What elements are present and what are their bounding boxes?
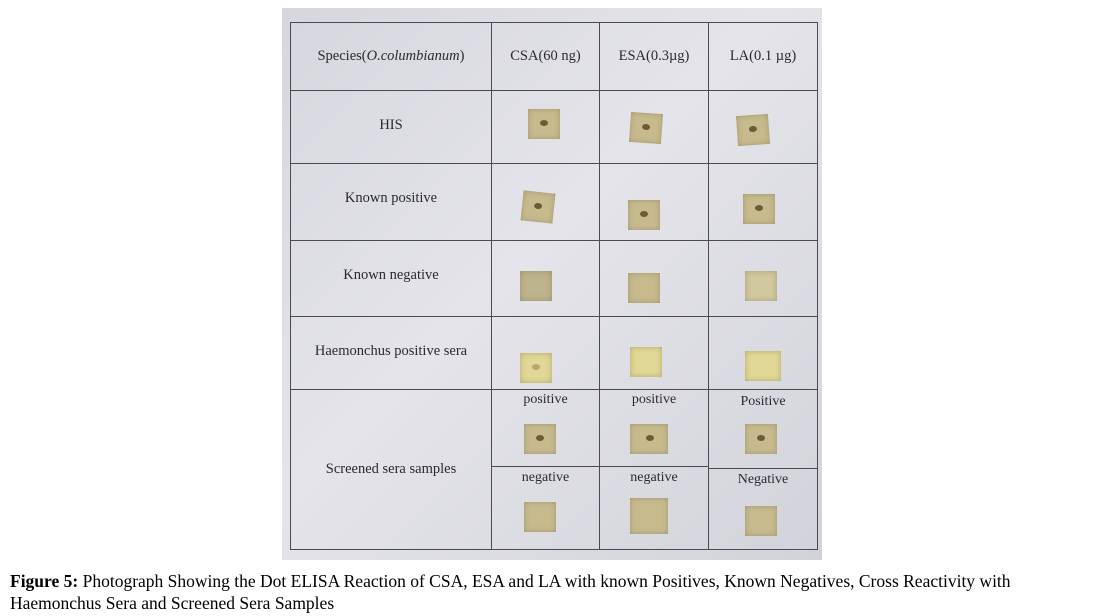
blot-ss-pos-esa <box>630 424 668 454</box>
blot-kn-csa <box>520 271 552 301</box>
blot-ss-pos-csa <box>524 424 556 454</box>
header-species: Species(O.columbianum) <box>290 22 492 91</box>
header-esa: ESA(0.3µg) <box>599 22 709 91</box>
row-label: Known positive <box>290 163 492 241</box>
header-csa: CSA(60 ng) <box>491 22 600 91</box>
blot-hae-esa <box>630 347 662 377</box>
dot-elisa-photograph: Species(O.columbianum) CSA(60 ng) ESA(0.… <box>282 8 822 560</box>
figure-caption: Figure 5: Photograph Showing the Dot ELI… <box>10 571 1011 613</box>
blot-kn-esa <box>628 273 660 303</box>
blot-kp-esa <box>628 200 660 230</box>
blot-his-la <box>735 113 771 147</box>
blot-ss-neg-la <box>745 506 777 536</box>
row-label: HIS <box>290 90 492 164</box>
blot-his-csa <box>528 109 560 139</box>
blot-hae-csa <box>520 353 552 383</box>
header-la: LA(0.1 µg) <box>708 22 818 91</box>
blot-kp-la <box>743 194 775 224</box>
row-label: Known negative <box>290 240 492 317</box>
blot-his-esa <box>628 111 664 145</box>
blot-kp-csa <box>520 190 556 224</box>
row-label: Screened sera samples <box>290 389 492 550</box>
blot-hae-la <box>745 351 781 381</box>
blot-ss-neg-esa <box>630 498 668 534</box>
blot-kn-la <box>745 271 777 301</box>
blot-ss-pos-la <box>745 424 777 454</box>
row-label: Haemonchus positive sera <box>290 316 492 390</box>
results-table: Species(O.columbianum) CSA(60 ng) ESA(0.… <box>290 22 818 550</box>
blot-ss-neg-csa <box>524 502 556 532</box>
